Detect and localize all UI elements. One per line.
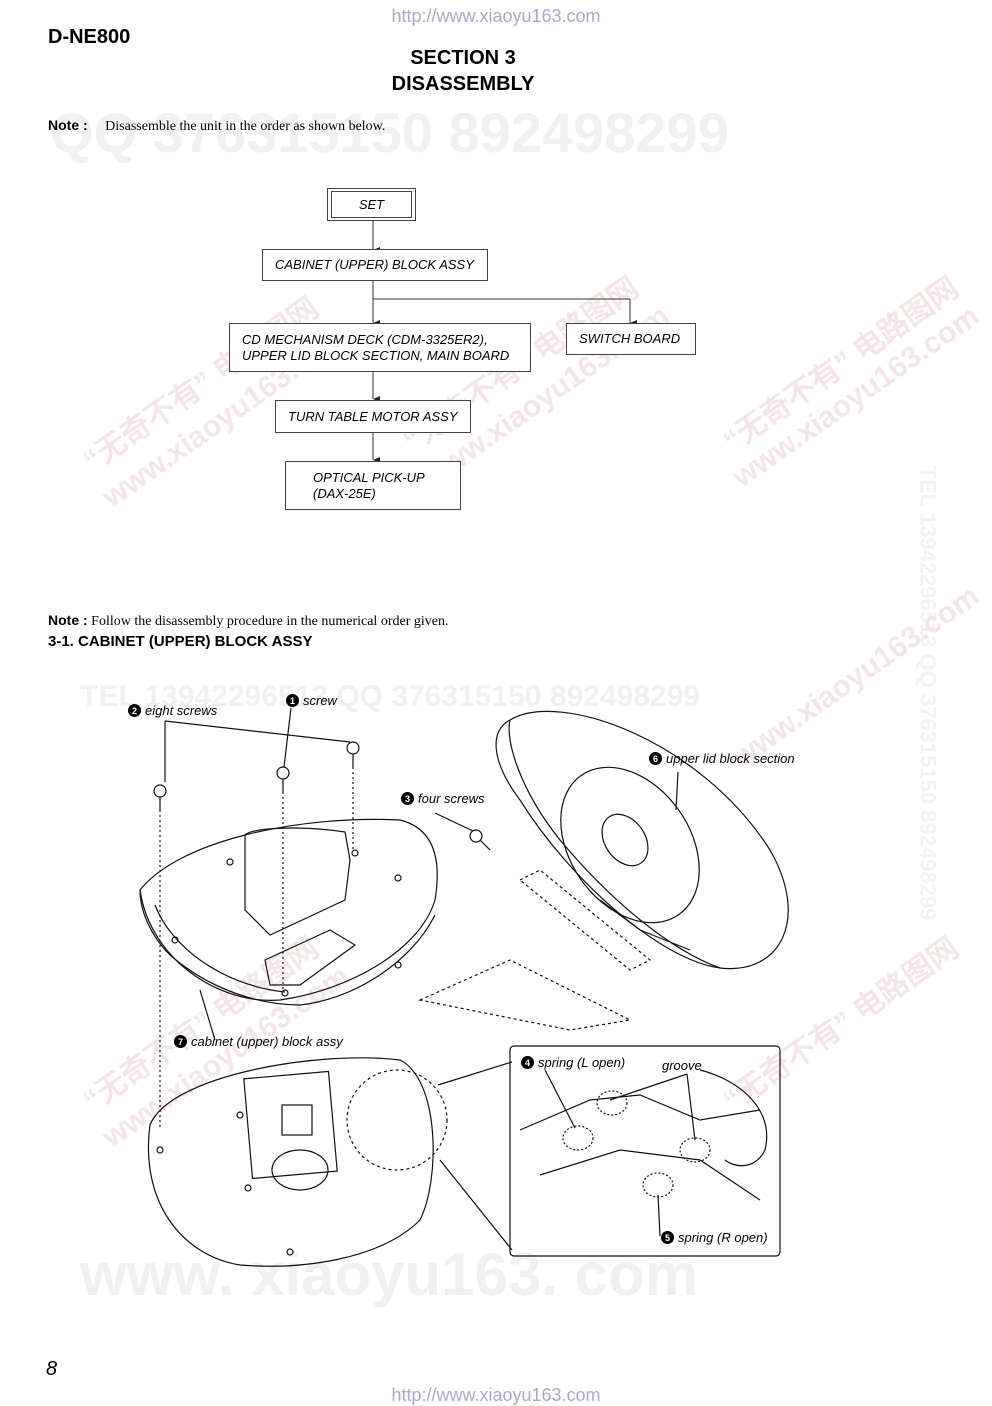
callout-text: screw — [303, 693, 337, 708]
callout-four-screws: 3 four screws — [401, 791, 484, 806]
callout-spring-l-open: 4 spring (L open) — [521, 1055, 625, 1070]
callout-text: eight screws — [145, 703, 218, 718]
callout-text: cabinet (upper) block assy — [191, 1034, 343, 1049]
source-url-top[interactable]: http://www.xiaoyu163.com — [391, 6, 601, 26]
callout-spring-r-open: 5 spring (R open) — [661, 1230, 768, 1245]
watermark-www: www. xiaoyu163. com — [80, 1241, 699, 1308]
flow-box-label: TURN TABLE MOTOR ASSY — [288, 408, 458, 424]
callout-text: upper lid block section — [666, 751, 795, 766]
groove-label: groove — [662, 1058, 702, 1073]
note-text: Follow the disassembly procedure in the … — [91, 614, 449, 629]
flowchart-connectors — [372, 220, 637, 463]
note-text: Disassemble the unit in the order as sho… — [105, 119, 386, 134]
watermark-qq: QQ 376315150 892498299 — [50, 101, 729, 164]
step-5-icon: 5 — [661, 1231, 674, 1244]
step-4-icon: 4 — [521, 1056, 534, 1069]
note-label: Note : — [48, 117, 88, 133]
flow-box-cabinet-upper: CABINET (UPPER) BLOCK ASSY — [262, 249, 488, 281]
section-number: SECTION 3 — [410, 47, 516, 69]
watermark-tel: TEL 13942296513 QQ 376315150 892498299 — [80, 680, 700, 713]
flow-box-label: OPTICAL PICK-UP — [313, 469, 425, 485]
callout-text: spring (L open) — [538, 1055, 626, 1070]
callout-cabinet-upper: 7 cabinet (upper) block assy — [174, 1034, 343, 1049]
flow-box-label: CD MECHANISM DECK (CDM-3325ER2), — [242, 331, 488, 347]
callout-screw: 1 screw — [286, 693, 337, 708]
mechanism-deck-drawing — [147, 1057, 434, 1267]
flow-box-label: UPPER LID BLOCK SECTION, MAIN BOARD — [242, 347, 510, 363]
flow-box-label: CABINET (UPPER) BLOCK ASSY — [275, 257, 474, 272]
page-title: DISASSEMBLY — [391, 73, 535, 95]
flow-box-label: SET — [358, 196, 385, 212]
note-label: Note : — [48, 612, 88, 628]
flow-box-set: SET — [327, 188, 416, 221]
source-url-bottom[interactable]: http://www.xiaoyu163.com — [391, 1385, 601, 1405]
flow-box-switch-board: SWITCH BOARD — [566, 323, 696, 355]
screw-icon — [153, 741, 491, 851]
flow-box-label: SWITCH BOARD — [579, 331, 681, 346]
callout-upper-lid: 6 upper lid block section — [649, 751, 795, 766]
step-1-icon: 1 — [286, 694, 299, 707]
model-number: D-NE800 — [48, 26, 131, 48]
flow-box-label: (DAX-25E) — [313, 485, 376, 501]
callout-text: spring (R open) — [678, 1230, 768, 1245]
page-number: 8 — [46, 1358, 58, 1380]
step-7-icon: 7 — [174, 1035, 187, 1048]
callout-eight-screws: 2 eight screws — [128, 703, 217, 718]
step-3-icon: 3 — [401, 792, 414, 805]
callout-text: four screws — [418, 791, 485, 806]
step-2-icon: 2 — [128, 704, 141, 717]
flow-box-cd-mechanism: CD MECHANISM DECK (CDM-3325ER2), UPPER L… — [229, 323, 531, 372]
flow-box-turntable-motor: TURN TABLE MOTOR ASSY — [275, 400, 471, 433]
spring-detail-drawing — [519, 1069, 768, 1201]
upper-lid-drawing — [495, 710, 789, 970]
subsection-title: 3-1. CABINET (UPPER) BLOCK ASSY — [48, 633, 313, 650]
note-numerical-order: Note : Follow the disassembly procedure … — [48, 612, 448, 630]
step-6-icon: 6 — [649, 752, 662, 765]
note-disassembly-order: Note : Disassemble the unit in the order… — [48, 117, 385, 135]
flow-box-optical-pickup: OPTICAL PICK-UP (DAX-25E) — [285, 461, 461, 510]
cabinet-upper-drawing — [139, 818, 438, 1006]
